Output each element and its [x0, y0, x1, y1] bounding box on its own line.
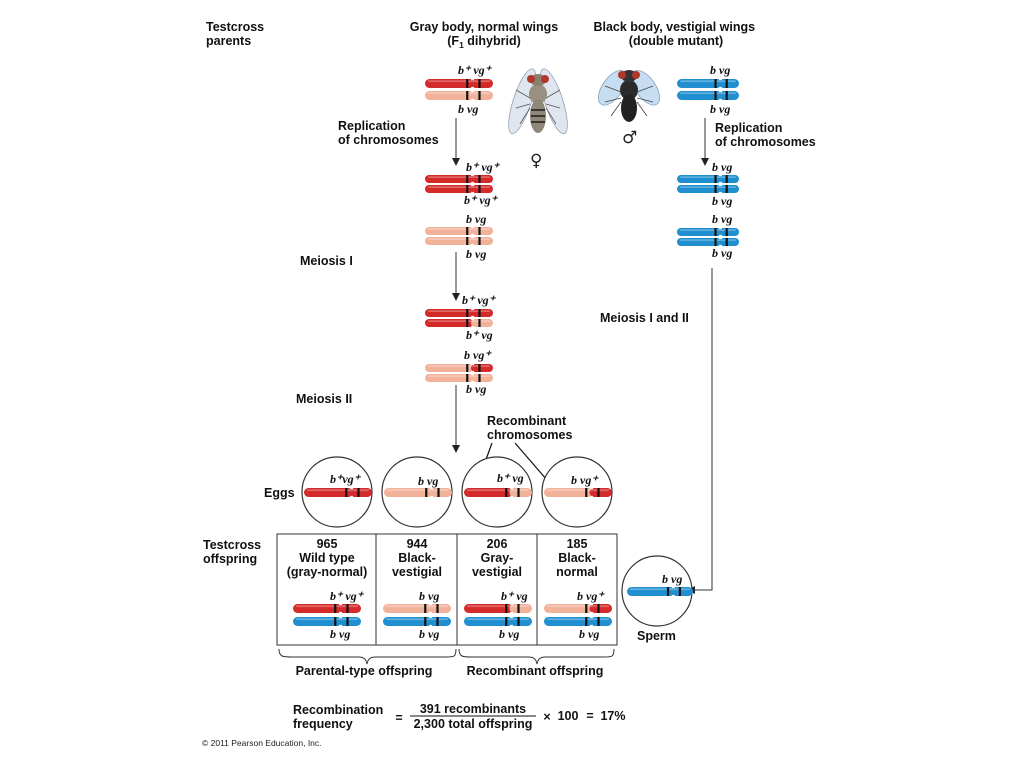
allele-label: b vg⁺: [571, 473, 599, 487]
gray-fly-icon: [508, 68, 568, 135]
recombinant-chromosomes-label: Recombinant chromosomes: [487, 414, 572, 442]
allele-label: b⁺ vg: [466, 328, 493, 342]
chromosome-blue-replicated: [677, 227, 739, 247]
allele-label: b⁺ vg⁺: [330, 589, 365, 603]
chromosome-wild: [425, 78, 493, 89]
allele-label: b⁺ vg⁺: [458, 63, 493, 77]
offspring-count: 944: [407, 537, 428, 551]
recombinant-brace: [458, 648, 615, 665]
black-fly-icon: [598, 70, 660, 122]
chromosome-mutant-replicated: [425, 226, 493, 246]
male-symbol: ♂: [622, 128, 637, 148]
arrow-to-sperm: [687, 268, 713, 594]
offspring-phenotype: vestigial: [472, 565, 522, 579]
allele-label: b vg: [330, 627, 350, 641]
sperm-label: Sperm: [637, 629, 676, 643]
replication-left-label: Replication of chromosomes: [338, 119, 439, 147]
formula-equals: =: [395, 711, 402, 725]
chromosome-crossover-red: [425, 308, 493, 328]
sperm: b vg: [621, 555, 693, 627]
meiosis-1-label: Meiosis I: [300, 254, 353, 268]
allele-label: b⁺vg⁺: [330, 472, 362, 486]
formula-denominator: 2,300 total offspring: [414, 717, 533, 731]
allele-label: b vg: [419, 627, 439, 641]
recombinant-offspring-label: Recombinant offspring: [467, 664, 604, 678]
offspring-table: [276, 533, 618, 646]
allele-label: b vg: [712, 194, 732, 208]
male-parent-label: Black body, vestigial wings (double muta…: [593, 20, 758, 48]
allele-label: b vg: [710, 63, 730, 77]
allele-label: b vg: [466, 247, 486, 261]
egg-4: b vg⁺: [541, 456, 613, 528]
allele-label: b vg: [712, 160, 732, 174]
chromosome-blue-replicated: [677, 174, 739, 194]
replication-right-label: Replication of chromosomes: [715, 121, 816, 149]
testcross-offspring-label: Testcross offspring: [203, 538, 265, 566]
meiosis-2-label: Meiosis II: [296, 392, 352, 406]
chromosome-wild-replicated: [425, 174, 493, 194]
allele-label: b vg: [712, 246, 732, 260]
parental-brace: [278, 648, 457, 665]
allele-label: b vg: [499, 627, 519, 641]
offspring-phenotype: Gray-: [481, 551, 514, 565]
offspring-count: 185: [567, 537, 588, 551]
offspring-cell-3: 206 Gray- vestigial b⁺ vg b vg: [464, 537, 532, 641]
formula-lhs: Recombination frequency: [293, 703, 387, 731]
allele-label: b vg: [466, 382, 486, 396]
formula-factor: 100: [558, 709, 579, 723]
offspring-count: 206: [487, 537, 508, 551]
female-parent-label: Gray body, normal wings: [410, 20, 558, 34]
allele-label: b vg: [418, 474, 438, 488]
parental-type-offspring-label: Parental-type offspring: [296, 664, 433, 678]
allele-label: b vg: [710, 102, 730, 116]
female-symbol: ♀: [530, 151, 542, 171]
allele-label: b vg⁺: [464, 348, 492, 362]
allele-label: b vg: [419, 589, 439, 603]
offspring-phenotype: vestigial: [392, 565, 442, 579]
chromosome-crossover-pink: [425, 363, 493, 383]
chromosome-blue: [677, 78, 739, 89]
allele-label: b vg⁺: [577, 589, 605, 603]
allele-label: b⁺ vg: [497, 471, 524, 485]
egg-2: b vg: [381, 456, 453, 528]
meiosis-1-2-label: Meiosis I and II: [600, 311, 689, 325]
formula-equals-2: =: [586, 709, 593, 723]
allele-label: b⁺ vg⁺: [466, 160, 501, 174]
testcross-parents-label: Testcross parents: [206, 20, 268, 48]
formula-times: ×: [543, 710, 550, 724]
female-parent-sublabel: (F1 dihybrid): [447, 34, 521, 50]
allele-label: b vg: [466, 212, 486, 226]
eggs-label: Eggs: [264, 486, 295, 500]
allele-label: b⁺ vg⁺: [462, 293, 497, 307]
offspring-cell-4: 185 Black- normal b vg⁺ b vg: [544, 537, 612, 641]
allele-label: b⁺ vg: [501, 589, 528, 603]
egg-3: b⁺ vg: [461, 456, 533, 528]
offspring-phenotype: (gray-normal): [287, 565, 368, 579]
allele-label: b vg: [458, 102, 478, 116]
chromosome-blue: [677, 90, 739, 101]
offspring-cell-1: 965 Wild type (gray-normal) b⁺ vg⁺ b vg: [287, 537, 368, 641]
allele-label: b⁺ vg⁺: [464, 193, 499, 207]
offspring-phenotype: normal: [556, 565, 598, 579]
allele-label: b vg: [579, 627, 599, 641]
offspring-phenotype: Black-: [398, 551, 436, 565]
offspring-count: 965: [317, 537, 338, 551]
chromosome-mutant: [425, 90, 493, 101]
offspring-cell-2: 944 Black- vestigial b vg b vg: [383, 537, 451, 641]
copyright: © 2011 Pearson Education, Inc.: [202, 738, 322, 748]
formula-numerator: 391 recombinants: [420, 702, 526, 716]
egg-1: b⁺vg⁺: [301, 456, 373, 528]
allele-label: b vg: [662, 572, 682, 586]
allele-label: b vg: [712, 212, 732, 226]
offspring-phenotype: Black-: [558, 551, 596, 565]
formula-result: 17%: [600, 709, 625, 723]
offspring-phenotype: Wild type: [299, 551, 354, 565]
